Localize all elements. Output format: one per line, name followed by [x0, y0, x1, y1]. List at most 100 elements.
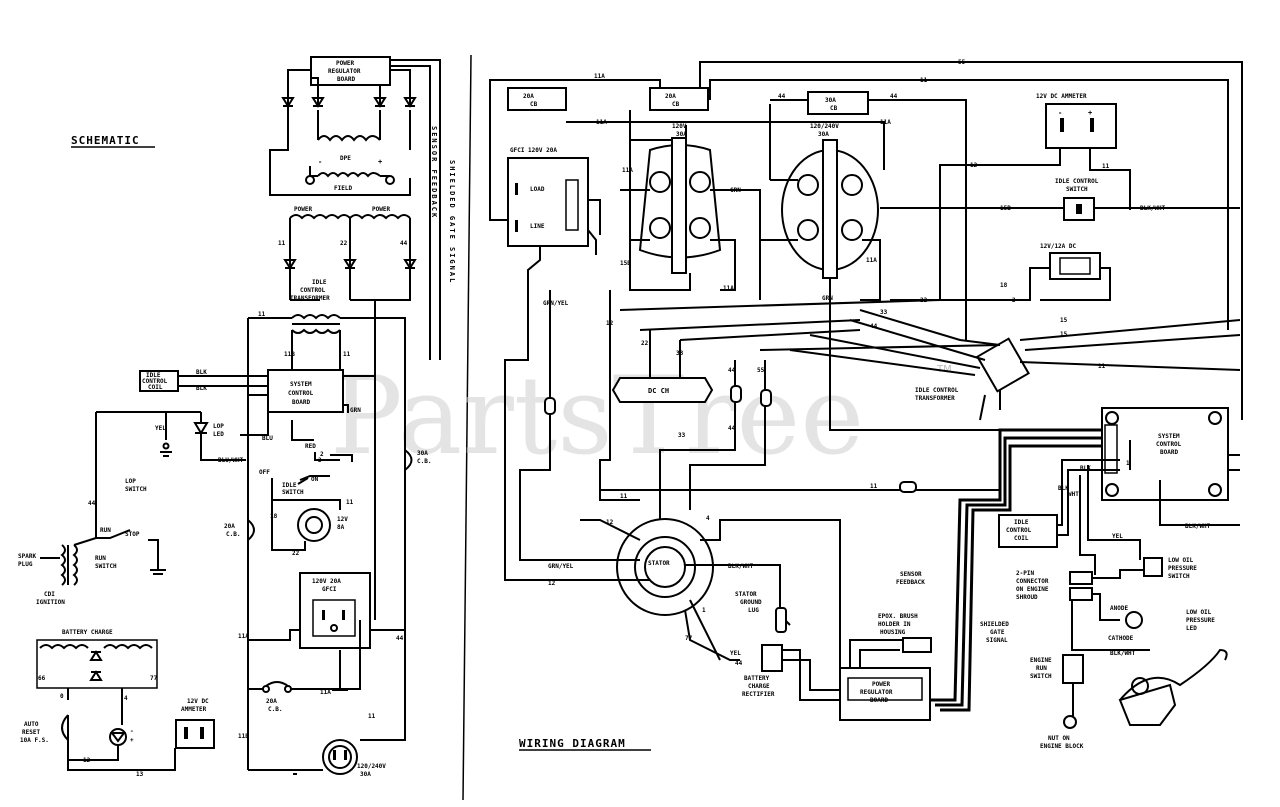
svg-text:2: 2 — [1012, 297, 1016, 304]
svg-text:11: 11 — [920, 77, 928, 84]
svg-text:HOUSING: HOUSING — [880, 629, 906, 636]
svg-text:HOLDER IN: HOLDER IN — [878, 621, 911, 628]
svg-text:11: 11 — [346, 499, 354, 506]
svg-text:55: 55 — [757, 367, 765, 374]
svg-text:11: 11 — [1098, 363, 1106, 370]
svg-text:BLK/WHT: BLK/WHT — [1140, 205, 1166, 212]
svg-text:77: 77 — [150, 675, 158, 682]
svg-text:BLK: BLK — [1058, 485, 1069, 492]
svg-text:44: 44 — [735, 660, 743, 667]
svg-text:30A: 30A — [676, 131, 687, 138]
svg-text:OFF: OFF — [259, 469, 270, 476]
svg-text:-: - — [130, 728, 134, 735]
svg-text:YEL: YEL — [730, 650, 741, 657]
svg-text:POWER: POWER — [336, 60, 354, 67]
svg-text:GRN: GRN — [822, 295, 833, 302]
svg-text:11: 11 — [278, 240, 286, 247]
svg-text:COIL: COIL — [1014, 535, 1029, 542]
wiring-section: 20A CB 20A CB 30A CB 11A 55 11 11A 11A 4… — [489, 59, 1243, 750]
svg-text:20A: 20A — [266, 698, 277, 705]
svg-text:1: 1 — [702, 607, 706, 614]
svg-text:FIELD: FIELD — [334, 185, 352, 192]
svg-text:IDLE CONTROL: IDLE CONTROL — [915, 387, 959, 394]
svg-text:RUN: RUN — [1036, 665, 1047, 672]
svg-text:PRESSURE: PRESSURE — [1186, 617, 1215, 624]
svg-text:YEL: YEL — [155, 425, 166, 432]
svg-text:BATTERY CHARGE: BATTERY CHARGE — [62, 629, 113, 636]
svg-text:GFCI: GFCI — [322, 586, 337, 593]
watermark-tm: TM — [936, 364, 952, 375]
svg-text:30A: 30A — [360, 771, 371, 778]
svg-text:10A F.S.: 10A F.S. — [20, 737, 49, 744]
svg-text:GRN: GRN — [350, 407, 361, 414]
svg-text:-: - — [1058, 109, 1062, 117]
svg-text:CONNECTOR: CONNECTOR — [1016, 578, 1049, 585]
svg-text:30A: 30A — [818, 131, 829, 138]
svg-text:12V/12A DC: 12V/12A DC — [1040, 243, 1077, 250]
svg-text:STATOR: STATOR — [648, 560, 670, 567]
svg-text:22: 22 — [920, 297, 928, 304]
svg-text:SWITCH: SWITCH — [282, 489, 304, 496]
svg-text:+: + — [1088, 109, 1092, 117]
svg-text:CB: CB — [672, 101, 680, 108]
svg-text:LINE: LINE — [530, 223, 545, 230]
svg-text:11: 11 — [620, 493, 628, 500]
svg-text:BLK: BLK — [196, 369, 207, 376]
svg-text:LED: LED — [213, 431, 224, 438]
svg-text:12: 12 — [970, 162, 978, 169]
svg-text:DC CH: DC CH — [648, 387, 669, 395]
svg-text:+: + — [378, 158, 382, 166]
svg-text:TRANSFORMER: TRANSFORMER — [290, 295, 330, 302]
svg-text:YEL: YEL — [1112, 533, 1123, 540]
svg-text:SENSOR: SENSOR — [900, 571, 922, 578]
svg-text:44: 44 — [88, 500, 96, 507]
wiring-diagram-title: WIRING DIAGRAM — [519, 737, 626, 750]
svg-text:55: 55 — [958, 59, 966, 66]
svg-text:12: 12 — [548, 580, 556, 587]
svg-text:18: 18 — [270, 513, 278, 520]
section-divider — [462, 54, 472, 801]
svg-text:SWITCH: SWITCH — [1168, 573, 1190, 580]
svg-text:CB: CB — [530, 101, 538, 108]
svg-text:11A: 11A — [880, 119, 891, 126]
svg-text:ON: ON — [311, 476, 319, 483]
cb-30a — [807, 91, 869, 115]
svg-text:LOAD: LOAD — [530, 186, 545, 193]
svg-text:CATHODE: CATHODE — [1108, 635, 1134, 642]
svg-text:11A: 11A — [866, 257, 877, 264]
svg-text:44: 44 — [396, 635, 404, 642]
svg-text:C.B.: C.B. — [417, 458, 431, 465]
svg-text:LOW OIL: LOW OIL — [1168, 557, 1194, 564]
svg-text:11A: 11A — [320, 689, 331, 696]
svg-text:GFCI 120V 20A: GFCI 120V 20A — [510, 147, 557, 154]
svg-text:11A: 11A — [238, 633, 249, 640]
svg-text:33: 33 — [678, 432, 686, 439]
svg-text:44: 44 — [870, 323, 878, 330]
svg-text:11B: 11B — [284, 351, 295, 358]
svg-text:11: 11 — [870, 483, 878, 490]
svg-text:13: 13 — [136, 771, 144, 778]
svg-text:LOP: LOP — [125, 478, 136, 485]
svg-text:EPOX. BRUSH: EPOX. BRUSH — [878, 613, 918, 620]
svg-text:IDLE: IDLE — [282, 482, 297, 489]
svg-text:REGULATOR: REGULATOR — [328, 68, 361, 75]
svg-text:120V: 120V — [672, 123, 687, 130]
svg-text:CONTROL: CONTROL — [1006, 527, 1032, 534]
svg-text:120/240V: 120/240V — [357, 763, 386, 770]
svg-text:CONTROL: CONTROL — [300, 287, 326, 294]
svg-text:15B: 15B — [1000, 205, 1011, 212]
svg-text:POWER: POWER — [872, 681, 890, 688]
svg-text:ENGINE: ENGINE — [1030, 657, 1052, 664]
svg-text:8A: 8A — [337, 524, 345, 531]
svg-text:GRN/YEL: GRN/YEL — [543, 300, 569, 307]
svg-text:LUG: LUG — [748, 607, 759, 614]
svg-text:4: 4 — [124, 695, 128, 702]
svg-text:LOP: LOP — [213, 423, 224, 430]
svg-text:SHROUD: SHROUD — [1016, 594, 1038, 601]
svg-text:DPE: DPE — [340, 155, 351, 162]
svg-text:44: 44 — [400, 240, 408, 247]
svg-text:BOARD: BOARD — [337, 76, 355, 83]
svg-text:COIL: COIL — [148, 384, 163, 391]
svg-text:POWER: POWER — [372, 206, 390, 213]
